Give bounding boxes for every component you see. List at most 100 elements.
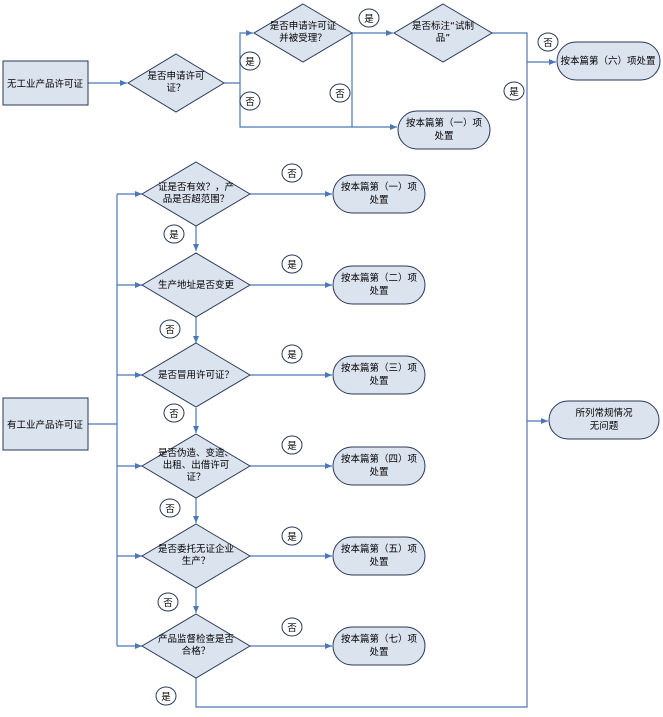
svg-text:是: 是 xyxy=(287,532,297,543)
label-no-applied: 否 xyxy=(239,91,261,111)
decision-entrust: 是否委托无证企业生产？ xyxy=(141,523,251,589)
result-ok: 所列常规情况无问题 xyxy=(548,400,660,440)
result-r1-line1: 按本篇第（一）项 xyxy=(341,181,418,193)
decision-valid: 证是否有效？，产品是否超范围？ xyxy=(141,161,251,227)
result-ok-line2: 无问题 xyxy=(590,420,619,432)
decision-borrow: 是否冒用许可证？ xyxy=(141,342,251,408)
svg-text:是否委托无证企业生产？: 是否委托无证企业生产？ xyxy=(158,543,234,567)
svg-text:是: 是 xyxy=(161,692,171,703)
label-yes-address: 是 xyxy=(281,254,303,274)
label-no-borrow-down: 否 xyxy=(163,403,185,423)
label-yes-applied: 是 xyxy=(239,51,261,71)
label-no-trial-r6: 否 xyxy=(537,32,559,52)
svg-text:证是否有效？，产品是否超范围？: 证是否有效？，产品是否超范围？ xyxy=(158,181,234,205)
svg-text:否: 否 xyxy=(163,598,173,609)
edge-trial-yes-to-ok xyxy=(526,62,548,424)
result-r1-top: 按本篇第（一）项处置 xyxy=(397,110,491,150)
result-r1-top-line2: 处置 xyxy=(434,130,453,142)
result-r2-line2: 处置 xyxy=(369,285,388,297)
svg-text:按本篇第（五）项处置: 按本篇第（五）项处置 xyxy=(341,543,418,568)
decision-valid-line2: 品是否超范围？ xyxy=(163,193,230,205)
svg-text:是否申请许可证？: 是否申请许可证？ xyxy=(147,70,204,94)
label-no-forge-down: 否 xyxy=(159,498,181,518)
edge-labels: 是 否 是 否 否 是 否 是 是 否 是 否 是 否 是 否 否 是 xyxy=(155,8,559,706)
decision-forge: 是否伪造、变造、出租、出借许可证？ xyxy=(141,433,251,499)
result-r1-line2: 处置 xyxy=(369,194,388,206)
svg-text:否: 否 xyxy=(169,409,179,420)
result-r1-top-line1: 按本篇第（一）项 xyxy=(406,117,483,129)
svg-text:否: 否 xyxy=(165,504,175,515)
svg-text:否: 否 xyxy=(165,325,175,336)
result-r3: 按本篇第（三）项处置 xyxy=(332,355,426,395)
node-no-license: 无工业产品许可证 xyxy=(2,60,89,106)
decision-accepted: 是否申请许可证并被受理？ xyxy=(253,3,353,63)
label-no-entrust-down: 否 xyxy=(157,592,179,612)
label-no-accepted: 否 xyxy=(329,83,351,103)
edge-trial-no-to-r6 xyxy=(492,32,556,65)
decision-inspect-line1: 产品监督检查是否 xyxy=(158,633,235,645)
svg-text:是: 是 xyxy=(509,87,519,98)
label-yes-valid-down: 是 xyxy=(163,224,185,244)
result-r1: 按本篇第（一）项处置 xyxy=(332,174,426,214)
decision-accepted-line1: 是否申请许可证 xyxy=(270,20,337,32)
decision-valid-line1: 证是否有效？，产 xyxy=(158,181,234,193)
edge-inspect-yes-to-ok xyxy=(195,421,528,708)
decision-forge-line2: 出租、出借许可 xyxy=(163,459,230,471)
result-r3-line2: 处置 xyxy=(369,375,388,387)
svg-text:是否标注“试制品”: 是否标注“试制品” xyxy=(412,20,474,44)
svg-text:否: 否 xyxy=(245,97,255,108)
result-r7-line2: 处置 xyxy=(369,646,388,658)
decision-trial: 是否标注“试制品” xyxy=(393,3,493,63)
decision-trial-line1: 是否标注“试制 xyxy=(412,20,474,32)
decision-applied-line1: 是否申请许可 xyxy=(147,70,204,82)
svg-text:按本篇第（一）项处置: 按本篇第（一）项处置 xyxy=(406,117,483,142)
result-r2-line1: 按本篇第（二）项 xyxy=(341,272,418,284)
decision-inspect-line2: 合格？ xyxy=(182,645,211,657)
result-ok-line1: 所列常规情况 xyxy=(575,407,633,419)
svg-text:按本篇第（二）项处置: 按本篇第（二）项处置 xyxy=(341,272,418,297)
svg-text:是: 是 xyxy=(245,57,255,68)
decision-inspect: 产品监督检查是否合格？ xyxy=(141,613,251,679)
result-r4-line2: 处置 xyxy=(369,466,388,478)
result-r4: 按本篇第（四）项处置 xyxy=(332,446,426,486)
result-r7: 按本篇第（七）项处置 xyxy=(332,626,426,666)
svg-text:是: 是 xyxy=(287,441,297,452)
decision-entrust-line2: 生产？ xyxy=(182,555,211,567)
decision-forge-line3: 证？ xyxy=(186,472,205,483)
decision-forge-line1: 是否伪造、变造、 xyxy=(158,447,234,459)
result-r3-line1: 按本篇第（三）项 xyxy=(341,362,418,374)
svg-text:生产地址是否变更: 生产地址是否变更 xyxy=(158,279,235,291)
svg-text:产品监督检查是否合格？: 产品监督检查是否合格？ xyxy=(158,633,235,657)
svg-text:按本篇第（三）项处置: 按本篇第（三）项处置 xyxy=(341,362,418,387)
label-yes-forge: 是 xyxy=(281,435,303,455)
label-yes-borrow: 是 xyxy=(281,344,303,364)
label-no-address-down: 否 xyxy=(159,319,181,339)
decision-trial-line2: 品” xyxy=(436,33,451,44)
result-r5-line1: 按本篇第（五）项 xyxy=(341,543,418,555)
label-no-valid: 否 xyxy=(281,163,303,183)
label-yes-trial-ok: 是 xyxy=(503,81,525,101)
result-r7-line1: 按本篇第（七）项 xyxy=(341,633,418,645)
decision-address-line1: 生产地址是否变更 xyxy=(158,279,235,291)
svg-text:按本篇第（一）项处置: 按本篇第（一）项处置 xyxy=(341,181,418,206)
decision-borrow-line1: 是否冒用许可证？ xyxy=(158,369,234,381)
svg-text:否: 否 xyxy=(287,623,297,634)
decision-applied-line2: 证？ xyxy=(166,83,185,94)
svg-text:否: 否 xyxy=(335,89,345,100)
edges xyxy=(88,30,556,708)
label-yes-inspect-down: 是 xyxy=(155,686,177,706)
svg-text:是: 是 xyxy=(287,350,297,361)
svg-text:否: 否 xyxy=(287,169,297,180)
svg-text:是否冒用许可证？: 是否冒用许可证？ xyxy=(158,369,234,381)
svg-text:是: 是 xyxy=(364,14,374,25)
svg-text:是否伪造、变造、出租、出借许可证？: 是否伪造、变造、出租、出借许可证？ xyxy=(158,447,234,483)
svg-text:所列常规情况无问题: 所列常规情况无问题 xyxy=(575,407,633,432)
label-yes-entrust: 是 xyxy=(281,526,303,546)
decision-address: 生产地址是否变更 xyxy=(141,252,251,318)
svg-text:是: 是 xyxy=(169,230,179,241)
svg-text:否: 否 xyxy=(543,38,553,49)
decision-accepted-line2: 并被受理？ xyxy=(279,32,327,44)
svg-text:是否申请许可证并被受理？: 是否申请许可证并被受理？ xyxy=(270,20,337,44)
result-r2: 按本篇第（二）项处置 xyxy=(332,265,426,305)
